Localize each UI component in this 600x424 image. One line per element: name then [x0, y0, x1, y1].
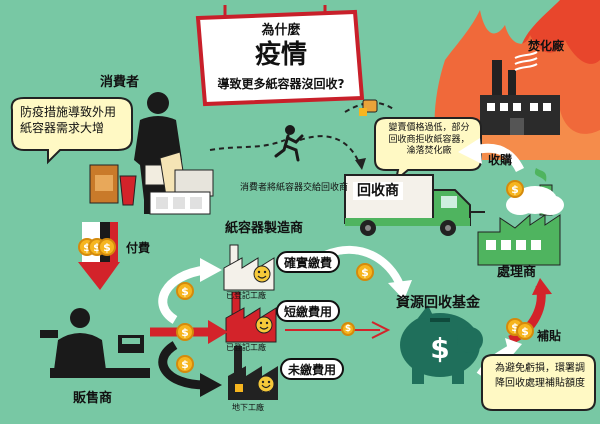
title-sign-text: 為什麼 疫情 導致更多紙容器沒回收?: [200, 18, 362, 104]
epa-bubble-text: 為避免虧損，環署調 降回收處理補貼額度: [488, 362, 592, 391]
epa-bubble-line2: 降回收處理補貼額度: [495, 377, 585, 389]
paper-containers: [89, 151, 214, 215]
epa-bubble: [481, 354, 596, 411]
recycler-label: 回收商: [353, 182, 403, 200]
paid-flow-coin: $: [356, 263, 374, 281]
seller-to-factories-arc: [158, 265, 206, 324]
factory-tag-3: 地下工廠: [232, 403, 264, 412]
pay-coin-3: $: [98, 238, 116, 256]
handover-caption: 消費者將紙容器交給回收商: [240, 183, 349, 193]
fee-flow-arrowhead: [388, 280, 412, 300]
consumer-bubble-text: 防疫措施導致外用 紙容器需求大增: [20, 104, 116, 136]
incinerator-building: [480, 51, 560, 135]
subsidy-label: 補貼: [537, 329, 562, 343]
incinerator-label: 焚化廠: [528, 39, 565, 53]
recycler-hand-icon: [359, 99, 378, 116]
arc-bottom-coin: $: [176, 355, 194, 373]
sign-line3: 導致更多紙容器沒回收?: [217, 77, 345, 91]
consumer-bubble-line1: 防疫措施導致外用: [20, 105, 117, 119]
recycler-bubble-line3: 淪落焚化廠: [406, 146, 452, 157]
processor-factory: [477, 168, 561, 266]
short-flow-coin: $: [341, 322, 355, 336]
purchase-label: 收購: [488, 153, 513, 167]
epa-bubble-line1: 為避免虧損，環署調: [495, 363, 585, 374]
smiley-faces: [253, 265, 275, 393]
purchase-coin: $: [506, 180, 524, 198]
svg-text:$: $: [430, 332, 449, 365]
consumer-bubble: [10, 97, 133, 165]
subsidy-arrowhead: [532, 278, 552, 295]
recycler-bubble-line2: 回收商拒收紙容器，: [388, 134, 470, 145]
pay-label: 付費: [126, 241, 151, 255]
sign-line2: 疫情: [254, 40, 307, 70]
fee-flow-arrow: [323, 245, 404, 287]
arc-mid-arrowhead: [208, 320, 228, 344]
fund-down-arrowhead: [505, 338, 522, 358]
manufacturer-label: 紙容器製造商: [225, 221, 304, 236]
runner-icon: [274, 125, 304, 162]
factory-tag-1: 已登記工廠: [226, 291, 266, 300]
consumer-bubble-line2: 紙容器需求大增: [20, 121, 105, 136]
recycle-cloud-icon: [506, 186, 564, 215]
subsidy-coin-2: $: [516, 322, 534, 340]
factory-registered-2: [225, 291, 277, 343]
factory-underground: [228, 346, 278, 400]
seller-to-factories-arc-bottom: [158, 341, 206, 390]
factory-tag-2: 已登記工廠: [226, 343, 266, 352]
consumer-label: 消費者: [100, 75, 140, 90]
fund-label: 資源回收基金: [396, 295, 480, 311]
seller-label: 販售商: [73, 391, 113, 406]
sign-line1: 為什麼: [261, 23, 301, 38]
processor-label: 處理商: [497, 265, 537, 280]
fee-label-short: 短繳費用: [276, 300, 340, 322]
recycler-bubble-line1: 變賣價格過低，部分: [388, 123, 470, 133]
arc-top-coin: $: [176, 282, 194, 300]
short-fee-arrowhead: [371, 321, 391, 339]
purchase-arrowhead: [458, 138, 482, 164]
recycler-bubble-text: 變賣價格過低，部分 回收商拒收紙容器， 淪落焚化廠: [380, 123, 478, 158]
title-sign: [195, 5, 365, 107]
fee-label-unpaid: 未繳費用: [280, 358, 344, 380]
fund-piggy-bank: $: [400, 305, 483, 384]
fee-label-paid: 確實繳費: [276, 251, 340, 273]
arc-bottom-arrowhead: [200, 373, 222, 397]
pay-arrow: [78, 222, 120, 290]
seller-person: [40, 308, 150, 378]
arc-mid-coin: $: [176, 323, 194, 341]
arc-top-arrowhead: [200, 258, 222, 282]
